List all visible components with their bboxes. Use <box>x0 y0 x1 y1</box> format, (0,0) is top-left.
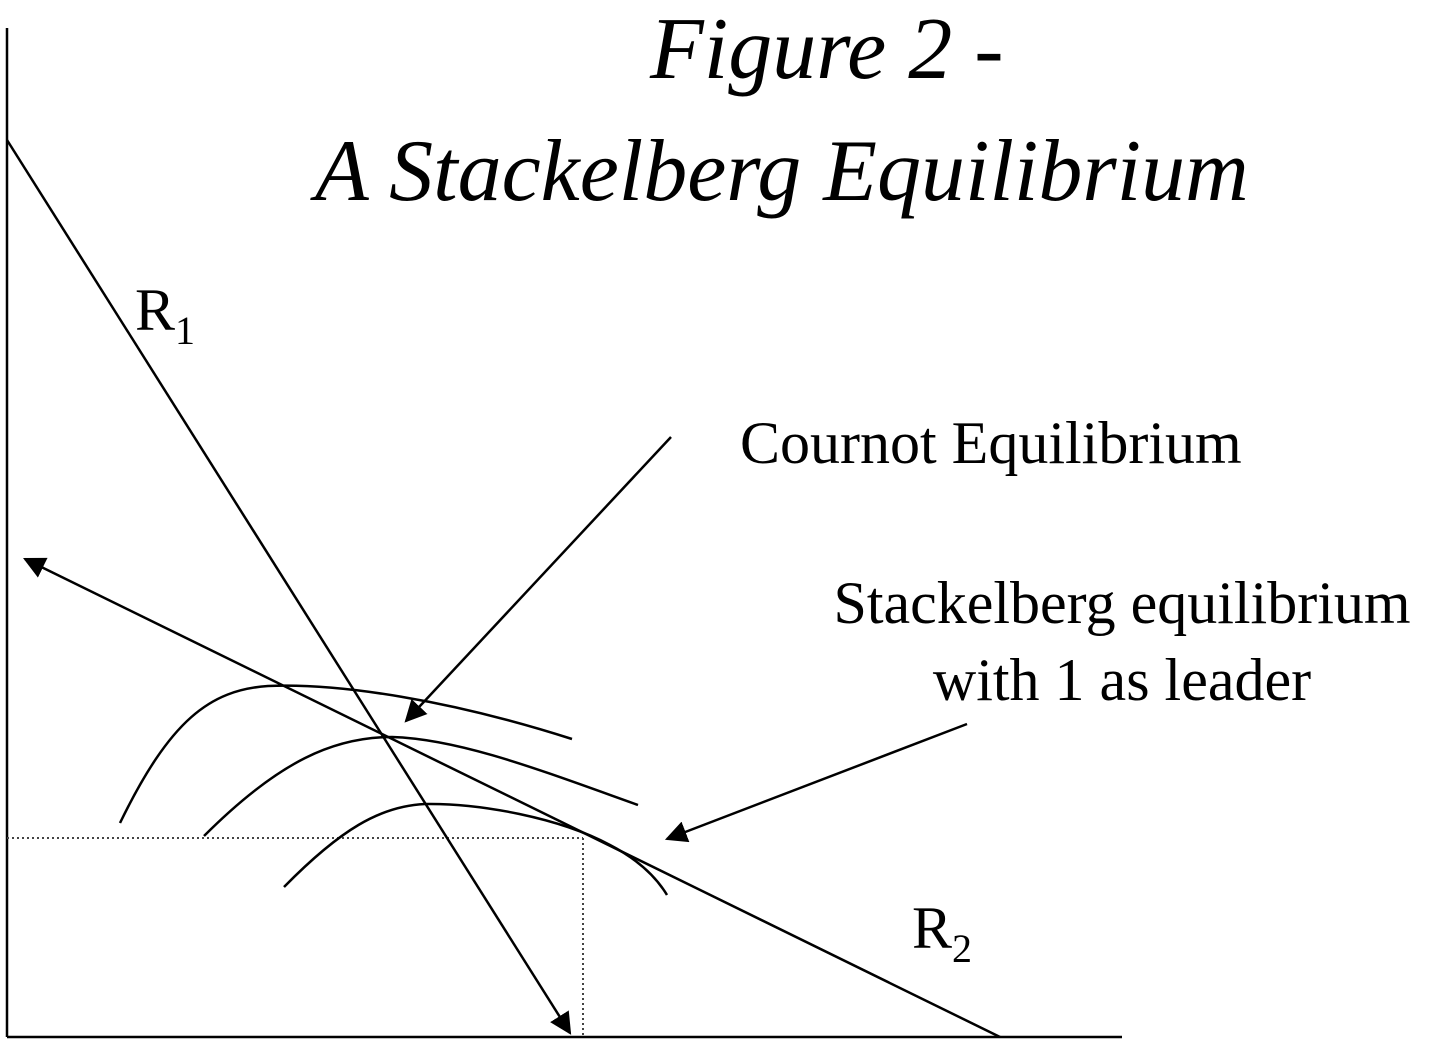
cournot-pointer-arrow <box>404 436 672 723</box>
r1-label-subscript: 1 <box>175 308 195 353</box>
r2-label-main: R <box>912 895 952 961</box>
reaction-function-r1 <box>5 139 572 1035</box>
stackelberg-pointer-arrow <box>664 722 968 843</box>
figure-title-line-1: Figure 2 - <box>649 1 1004 98</box>
isoprofit-curve-middle <box>203 735 639 837</box>
r2-label-subscript: 2 <box>952 926 972 971</box>
r2-label: R2 <box>912 895 972 971</box>
cournot-equilibrium-label: Cournot Equilibrium <box>740 410 1242 476</box>
isoprofit-curve-lower <box>283 802 669 896</box>
figure-title-line-2: A Stackelberg Equilibrium <box>310 123 1249 220</box>
r1-label: R1 <box>135 277 195 353</box>
stackelberg-label-line-2: with 1 as leader <box>933 647 1311 713</box>
isoprofit-curve-upper <box>118 684 573 824</box>
r1-label-main: R <box>135 277 175 343</box>
reaction-function-r2 <box>23 557 1001 1039</box>
stackelberg-label-line-1: Stackelberg equilibrium <box>833 570 1410 636</box>
